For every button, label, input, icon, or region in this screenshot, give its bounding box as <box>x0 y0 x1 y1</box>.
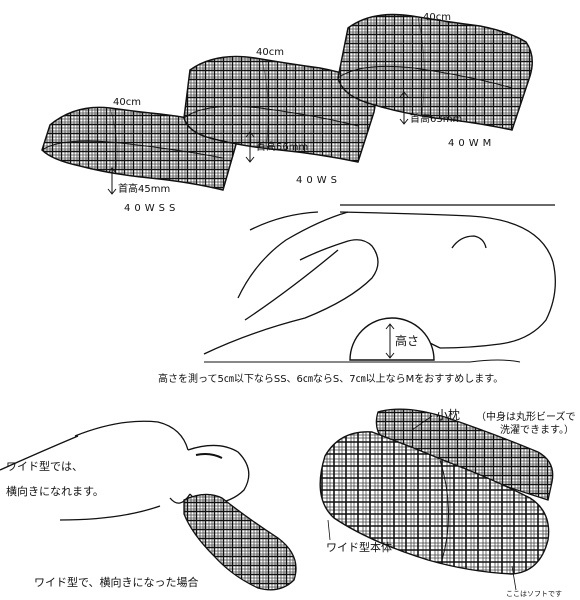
wide-pillow-body <box>319 431 550 575</box>
wide-body-label: ワイド型本体 <box>326 541 392 554</box>
side-sleep-caption: ワイド型で、横向きになった場合 <box>34 576 199 589</box>
side-sleep-line-1: ワイド型では、 <box>6 460 83 473</box>
pillow-40wss-height-label: 首高45mm <box>118 184 171 195</box>
pillow-40ws <box>183 55 376 163</box>
soft-note-leader <box>511 565 517 591</box>
wide-pillow-center-seam <box>439 459 450 561</box>
wide-body-leader <box>327 519 331 541</box>
pillow-40wss-width-label: 40cm <box>113 97 141 108</box>
pillow-40wm <box>337 13 533 131</box>
size-recommendation-text: 高さを測って5㎝以下ならSS、6㎝ならS、7㎝以上ならMをおすすめします。 <box>158 374 504 385</box>
neck-height-label: 高さ <box>395 334 420 348</box>
pillow-40ws-width-label: 40cm <box>256 47 284 58</box>
filling-note-line-1: （中身は丸形ビーズで <box>476 412 576 423</box>
neck-height-semicircle <box>349 317 435 361</box>
pillow-40ws-model-label: 40WS <box>296 175 341 186</box>
neck-measuring-figure <box>203 204 556 363</box>
small-pillow-leader <box>411 415 433 431</box>
side-sleep-line-2: 横向きになれます。 <box>6 485 104 498</box>
side-sleep-pillow <box>183 493 297 591</box>
pillow-40ws-height-label: 首高56mm <box>256 142 309 153</box>
pillow-40wm-width-label: 40cm <box>423 12 451 23</box>
small-pillow-label: 小枕 <box>436 408 461 422</box>
soft-note-label: ここはソフトです <box>506 590 562 598</box>
pillow-40wss-model-label: 40WSS <box>124 203 180 214</box>
filling-note-line-2: 洗濯できます。） <box>500 425 574 436</box>
pillow-40wm-height-label: 首高63mm <box>410 114 463 125</box>
pillow-40wm-model-label: 40WM <box>448 138 496 149</box>
